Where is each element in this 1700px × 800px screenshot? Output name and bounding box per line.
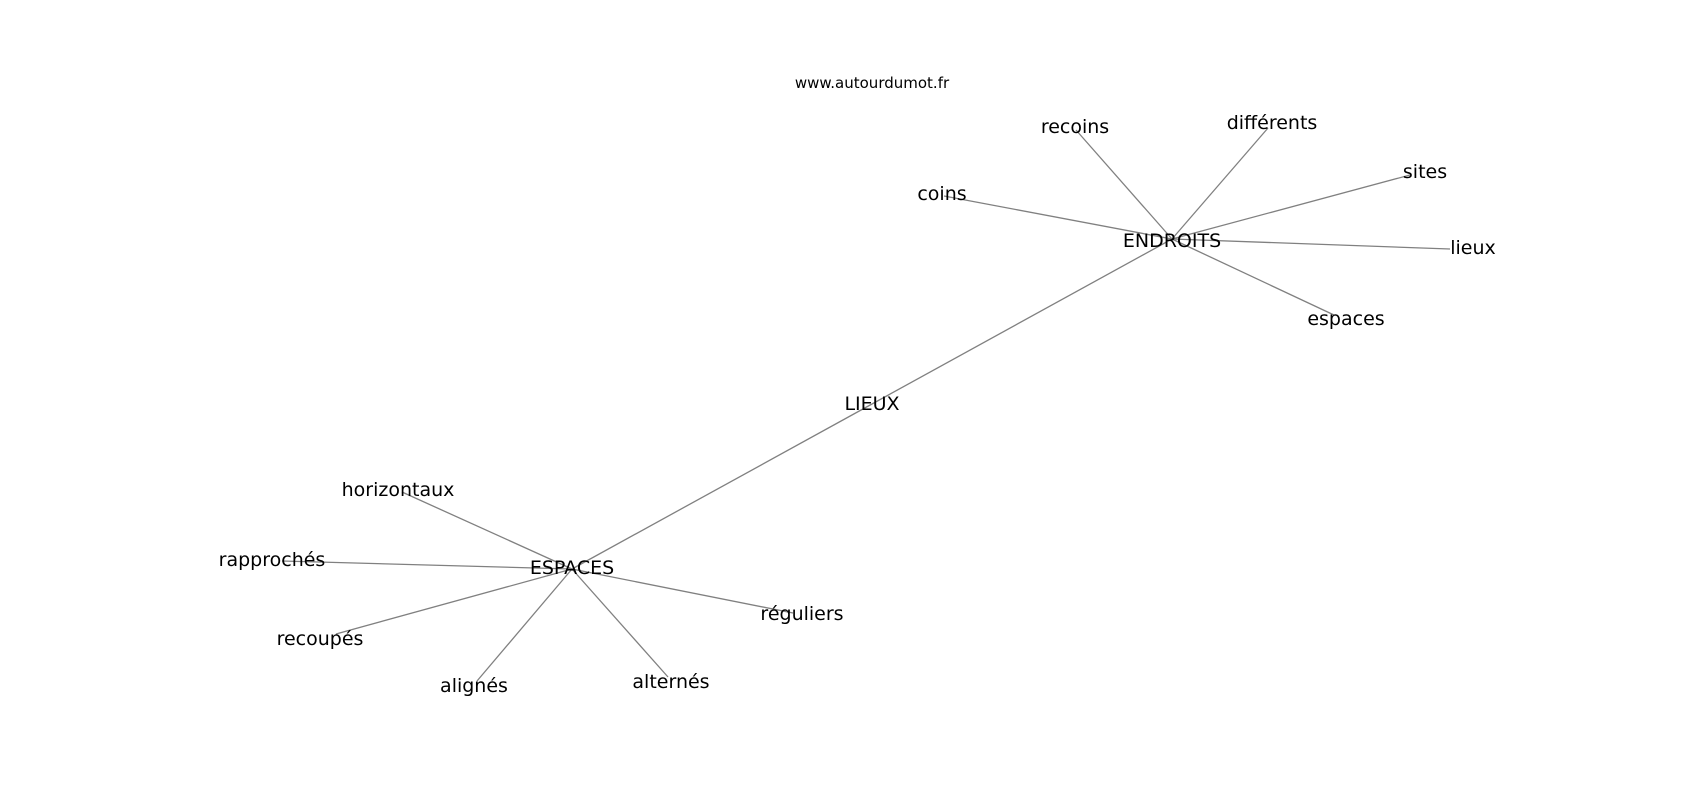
edge-lieux_center-espaces_hub <box>571 403 873 570</box>
node-label-coins[interactable]: coins <box>917 183 966 205</box>
edge-espaces_hub-reguliers <box>571 568 794 614</box>
edge-lieux_center-endroits <box>871 238 1173 405</box>
node-label-reguliers[interactable]: réguliers <box>760 603 843 625</box>
edge-endroits-coins <box>943 195 1173 240</box>
edge-espaces_hub-recoupes <box>335 568 573 635</box>
node-label-espaces-hub[interactable]: ESPACES <box>530 557 614 579</box>
labels-layer: LIEUX ENDROITS ESPACES recoins différents sit… <box>219 112 1496 697</box>
node-label-lieux-center[interactable]: LIEUX <box>844 393 899 415</box>
node-label-espaces-leaf[interactable]: espaces <box>1307 308 1384 330</box>
node-label-recoins[interactable]: recoins <box>1041 116 1109 138</box>
edge-endroits-differents <box>1171 127 1269 240</box>
site-url-label: www.autourdumot.fr <box>795 74 950 92</box>
edge-espaces_hub-alignes <box>476 568 573 682</box>
node-label-rapproches[interactable]: rapprochés <box>219 549 326 571</box>
node-label-alignes[interactable]: alignés <box>440 675 508 697</box>
node-label-alternes[interactable]: alternés <box>632 671 709 693</box>
node-label-horizontaux[interactable]: horizontaux <box>342 479 455 501</box>
edge-espaces_hub-horizontaux <box>401 491 573 570</box>
edge-espaces_hub-alternes <box>571 568 669 678</box>
edge-endroits-lieux_leaf <box>1171 238 1451 250</box>
node-label-lieux-leaf[interactable]: lieux <box>1450 237 1496 259</box>
edge-endroits-recoins <box>1075 129 1173 240</box>
node-label-recoupes[interactable]: recoupés <box>277 628 364 650</box>
edge-endroits-sites <box>1171 174 1411 240</box>
edge-endroits-espaces_leaf <box>1171 238 1335 316</box>
edge-espaces_hub-rapproches <box>281 560 573 570</box>
node-label-sites[interactable]: sites <box>1403 161 1447 183</box>
node-label-endroits[interactable]: ENDROITS <box>1123 230 1221 252</box>
edges-layer <box>281 127 1451 682</box>
node-label-differents[interactable]: différents <box>1227 112 1318 134</box>
